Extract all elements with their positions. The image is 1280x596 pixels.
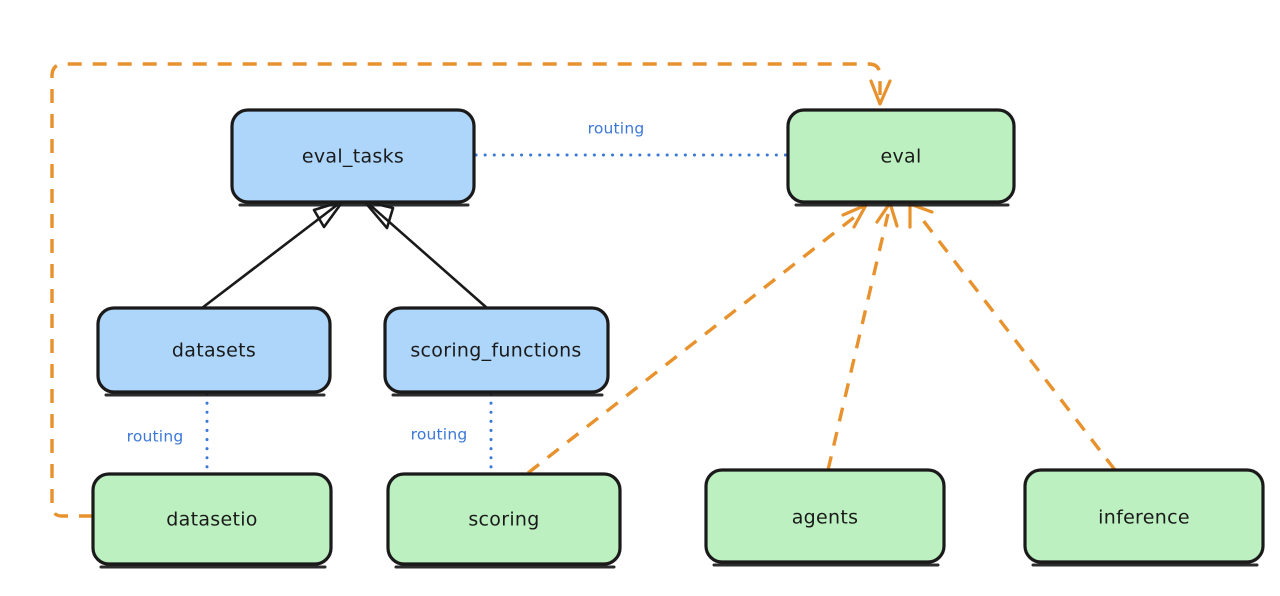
- node-datasetio[interactable]: datasetio: [91, 472, 333, 569]
- node-scoring_functions-label: scoring_functions: [410, 340, 581, 362]
- node-agents-box: [704, 468, 946, 564]
- node-scoring-label: scoring: [468, 509, 539, 531]
- node-eval_tasks-label: eval_tasks: [302, 146, 404, 168]
- edge-label-routing-scoring: routing: [411, 426, 468, 444]
- node-scoring_functions-box: [383, 306, 610, 394]
- node-datasets-label: datasets: [172, 340, 256, 362]
- edge-group-dependency: [50, 62, 1117, 518]
- node-agents-label: agents: [792, 507, 859, 529]
- arrowhead-inference-eval: [908, 202, 934, 229]
- node-inference-box: [1023, 468, 1265, 564]
- node-scoring-box: [386, 472, 622, 566]
- node-inference-label: inference: [1098, 507, 1190, 529]
- node-datasets[interactable]: datasets: [96, 306, 332, 397]
- edge-group-solid: [200, 199, 489, 310]
- node-datasetio-label: datasetio: [166, 509, 257, 531]
- edge-datasets-eval_tasks: [200, 203, 339, 310]
- edge-group-routing: [205, 153, 788, 474]
- node-datasets-box: [96, 306, 332, 394]
- node-scoring[interactable]: scoring: [386, 472, 622, 569]
- edge-datasetio-eval: [50, 62, 882, 518]
- node-eval[interactable]: eval: [786, 108, 1016, 207]
- node-datasetio-box: [91, 472, 333, 566]
- edge-scoring-eval: [526, 213, 859, 475]
- node-eval_tasks[interactable]: eval_tasks: [230, 108, 476, 207]
- node-eval_tasks-box: [230, 108, 476, 204]
- node-eval-box: [786, 108, 1016, 204]
- node-eval-label: eval: [880, 146, 921, 168]
- node-inference[interactable]: inference: [1023, 468, 1265, 567]
- edge-label-routing-eval: routing: [588, 120, 645, 138]
- edge-agents-eval: [826, 213, 890, 471]
- edge-label-group: routing routing routing: [127, 120, 645, 446]
- edge-inference-eval: [917, 213, 1117, 472]
- edge-label-routing-datasetio: routing: [127, 428, 184, 446]
- arrowhead-datasetio-eval: [869, 79, 892, 106]
- edge-scoring_functions-eval_tasks: [368, 203, 489, 310]
- node-scoring_functions[interactable]: scoring_functions: [383, 306, 610, 397]
- node-agents[interactable]: agents: [704, 468, 946, 567]
